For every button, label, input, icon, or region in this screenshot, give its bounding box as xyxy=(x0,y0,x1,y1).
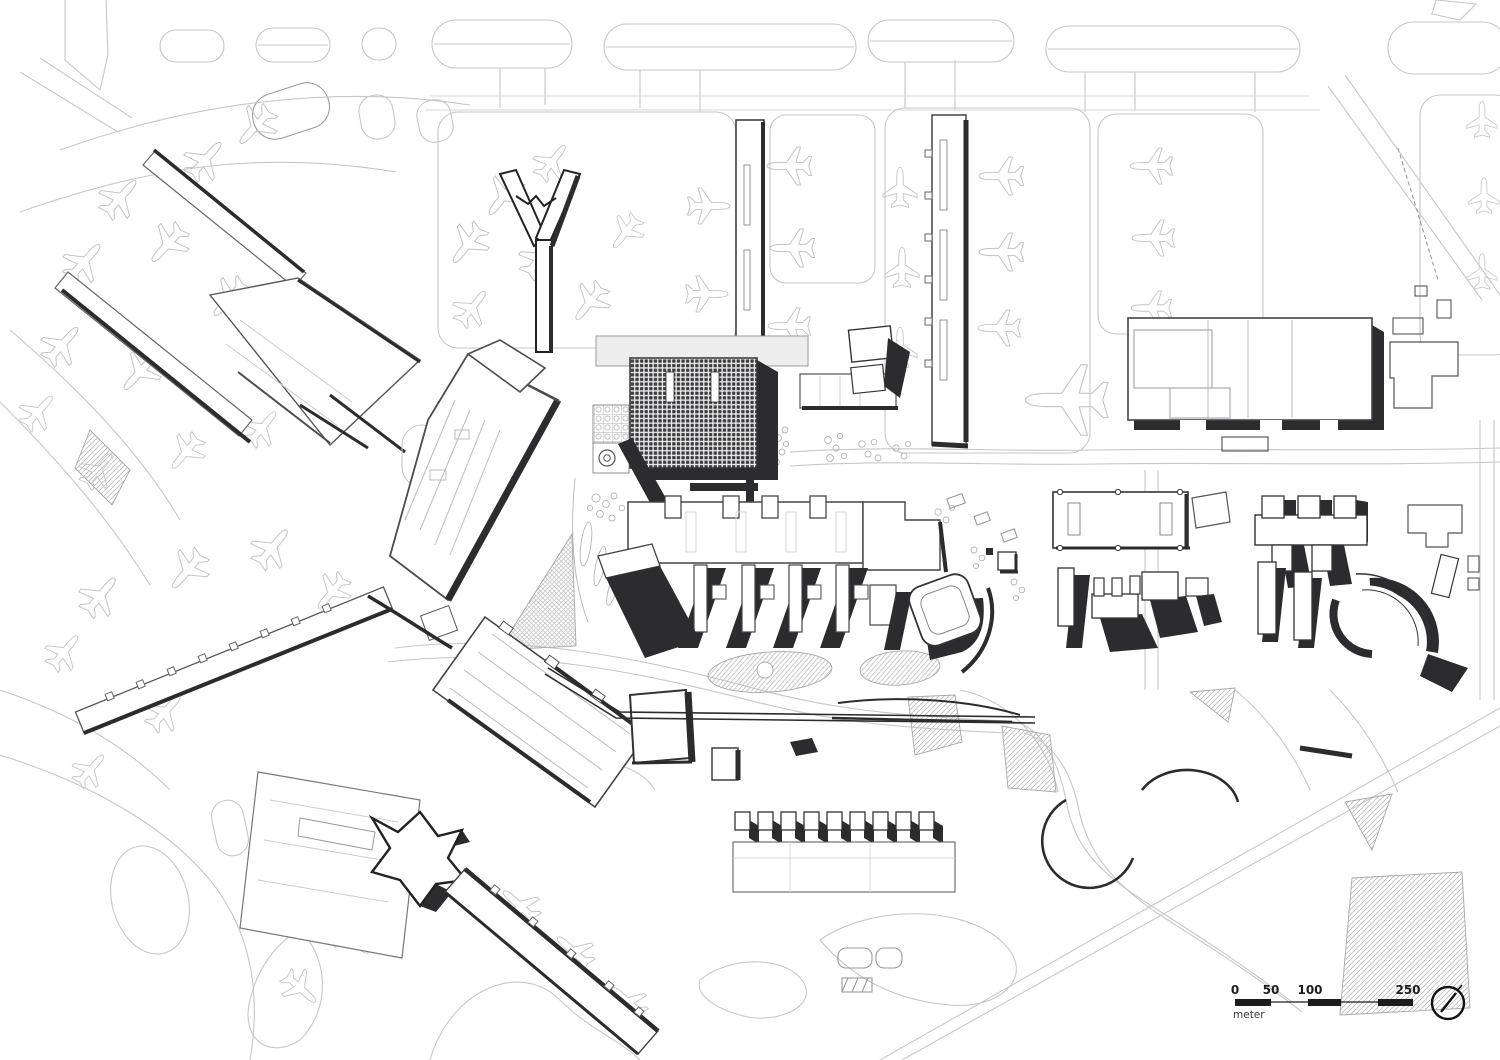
aircraft-icon xyxy=(1468,177,1500,214)
colonnade-building xyxy=(1052,488,1231,552)
hatched-areas xyxy=(74,429,1471,1016)
aircraft-icon xyxy=(1466,101,1498,138)
aircraft-icon xyxy=(159,425,213,480)
scale-tick-0: 0 xyxy=(1231,983,1239,997)
square-building xyxy=(628,688,818,781)
hotel-building xyxy=(908,573,984,660)
aircraft-icon xyxy=(687,187,731,225)
aircraft-icon xyxy=(438,214,497,275)
crescent-building xyxy=(1257,553,1480,692)
aircraft-icon xyxy=(766,146,813,186)
x-junction-building xyxy=(368,810,470,912)
aircraft-icon xyxy=(977,309,1021,347)
aircraft-icon xyxy=(1024,363,1109,437)
aircraft-icon xyxy=(978,232,1025,272)
scale-tick-250: 250 xyxy=(1395,983,1420,997)
aircraft-icon xyxy=(137,214,198,275)
aircraft-icon xyxy=(1131,219,1175,257)
dark-road-arc xyxy=(960,587,995,674)
rail-tracks xyxy=(544,667,1353,890)
west-pier xyxy=(74,424,443,735)
taxiway-island-row xyxy=(159,0,1500,75)
buildings-layer xyxy=(54,114,1480,1056)
aircraft-icon xyxy=(158,540,217,601)
aircraft-icon xyxy=(65,744,116,795)
northwest-terminal-hall xyxy=(208,277,422,454)
aircraft-icon xyxy=(884,246,920,288)
scale-unit-label: meter xyxy=(1233,1009,1265,1021)
central-terminal-hall xyxy=(367,339,562,650)
southeast-pier xyxy=(444,867,660,1056)
aircraft-icon xyxy=(685,275,729,313)
bus-platform-building xyxy=(799,325,910,410)
aircraft-icon xyxy=(769,228,816,268)
gabled-houses-row xyxy=(732,811,956,893)
y-shaped-pier xyxy=(498,168,582,353)
northwest-pier-south xyxy=(54,271,253,444)
aircraft-icon xyxy=(882,166,918,208)
aircraft-icon xyxy=(32,314,93,375)
north-arrow-icon xyxy=(1430,984,1466,1021)
office-cluster-east-lower xyxy=(1057,567,1222,652)
aircraft-icon xyxy=(446,280,499,335)
pier-east xyxy=(924,114,969,449)
aircraft-icon xyxy=(71,565,130,626)
aircraft-icon xyxy=(243,517,302,578)
aircraft-icon xyxy=(1129,147,1173,185)
aircraft-icon xyxy=(600,207,651,258)
pier-b xyxy=(735,119,766,341)
office-row-south xyxy=(597,495,948,658)
scale-tick-100: 100 xyxy=(1297,983,1322,997)
small-block-ne-of-hotel xyxy=(986,548,1018,574)
aircraft-icon xyxy=(978,156,1025,196)
aircraft-icon xyxy=(37,624,91,679)
comb-building-upper xyxy=(1254,495,1463,588)
aircraft-icon xyxy=(561,274,618,331)
aircraft-icon xyxy=(11,384,66,439)
cargo-building-east xyxy=(1127,285,1459,431)
northwest-pier-north xyxy=(142,148,307,288)
south-terminal-hall xyxy=(431,615,649,809)
aircraft-icon xyxy=(273,961,328,1016)
scale-tick-50: 50 xyxy=(1263,983,1280,997)
scale-bar: 0 50 100 250 meter xyxy=(1231,983,1421,1021)
